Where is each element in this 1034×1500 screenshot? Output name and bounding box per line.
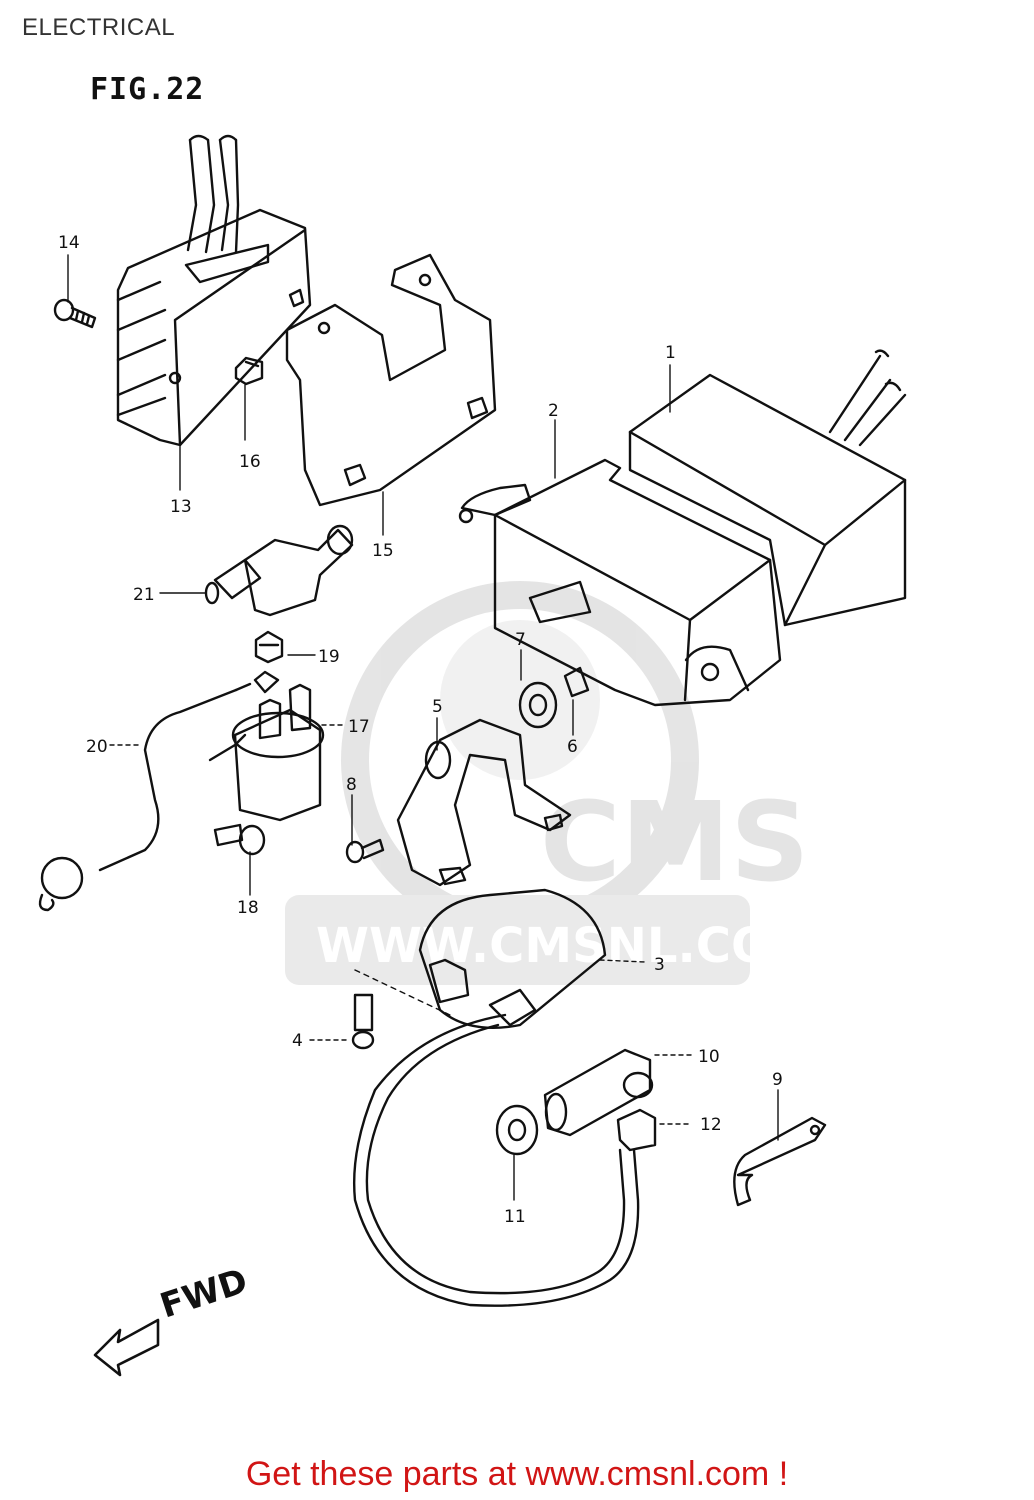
lead-wire-20 (38, 682, 252, 912)
collar-6 (563, 666, 590, 698)
page-title: ELECTRICAL (22, 14, 176, 41)
callout-8: 8 (346, 775, 357, 795)
fwd-label: FWD (155, 1261, 252, 1327)
figure-label: FIG.22 (90, 72, 205, 107)
callout-16: 16 (239, 452, 261, 472)
callout-2: 2 (548, 401, 559, 421)
ignition-coil (418, 888, 607, 1030)
leader-lines (67, 254, 779, 1201)
callout-13: 13 (170, 497, 192, 517)
callout-1: 1 (665, 343, 676, 363)
callout-19: 19 (318, 647, 340, 667)
callout-labels: 1 2 3 4 5 6 7 8 9 10 11 12 13 14 15 16 1… (58, 233, 783, 1227)
callout-14: 14 (58, 233, 80, 253)
watermark: CMS WWW.CMSNL.COM (285, 581, 820, 985)
callout-18: 18 (237, 898, 259, 918)
plug-cap-10 (543, 1048, 654, 1137)
callout-9: 9 (772, 1070, 783, 1090)
callout-10: 10 (698, 1047, 720, 1067)
starter-relay (208, 670, 325, 822)
get-parts-link[interactable]: Get these parts at www.cmsnl.com ! (245, 1455, 789, 1493)
callout-17: 17 (348, 717, 370, 737)
bracket-15 (285, 253, 497, 507)
callout-7: 7 (515, 630, 526, 650)
callout-3: 3 (654, 955, 665, 975)
callout-12: 12 (700, 1115, 722, 1135)
callout-5: 5 (432, 697, 443, 717)
screw-14 (53, 298, 97, 329)
watermark-url: WWW.CMSNL.COM (316, 918, 820, 974)
high-tension-lead (352, 1013, 640, 1307)
cap-12 (616, 1108, 657, 1152)
grommet-11 (495, 1104, 539, 1156)
coil-bracket (396, 718, 572, 887)
callout-21: 21 (133, 585, 155, 605)
bolt-4 (351, 993, 375, 1050)
bolt-16 (234, 356, 264, 386)
callout-15: 15 (372, 541, 394, 561)
screw-8 (345, 838, 385, 864)
nut-19 (254, 630, 284, 664)
callout-4: 4 (292, 1031, 303, 1051)
cdi-unit (628, 349, 907, 627)
bolt-18 (213, 823, 266, 856)
forward-direction-indicator: FWD (93, 1261, 252, 1377)
strap-9 (733, 1116, 827, 1207)
grommet-7 (518, 681, 558, 729)
spark-plug-cap (204, 524, 354, 617)
callout-6: 6 (567, 737, 578, 757)
regulator-rectifier (116, 134, 312, 447)
callout-11: 11 (504, 1207, 526, 1227)
callout-20: 20 (86, 737, 108, 757)
watermark-brand: CMS (540, 778, 809, 906)
